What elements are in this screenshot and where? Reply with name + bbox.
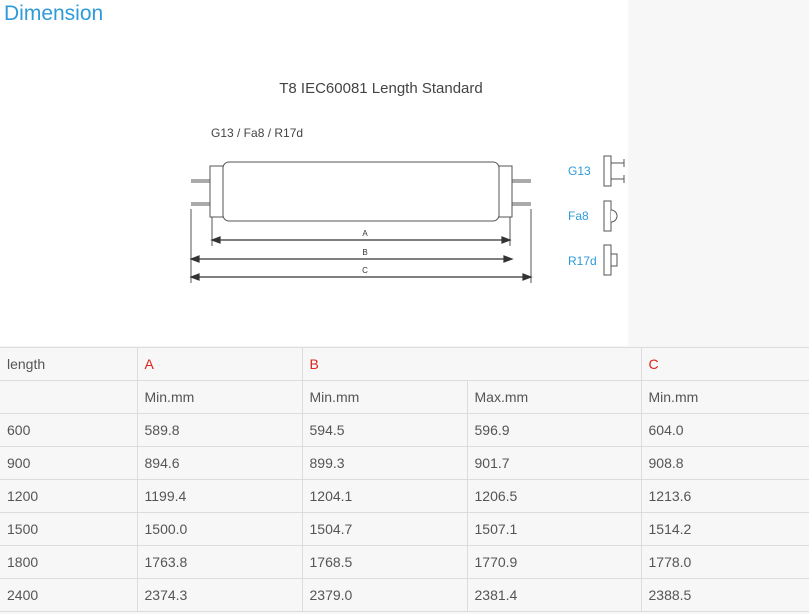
diagram-panel: Dimension T8 IEC60081 Length Standard G1…	[0, 0, 628, 346]
header-b: B	[302, 347, 642, 381]
table-header-row: length A B C	[0, 347, 809, 381]
right-end-cap	[498, 165, 513, 218]
table-row: 900 894.6 899.3 901.7 908.8	[0, 446, 809, 480]
cap-label-r17d: R17d	[568, 254, 597, 268]
table-cell: 1507.1	[467, 512, 642, 546]
subheader-cell: Min.mm	[302, 380, 468, 414]
table-row: 1800 1763.8 1768.5 1770.9 1778.0	[0, 545, 809, 579]
table-cell: 2381.4	[467, 578, 642, 612]
cap-label-fa8: Fa8	[568, 209, 589, 223]
dimension-c	[189, 273, 533, 281]
table-row: 1200 1199.4 1204.1 1206.5 1213.6	[0, 479, 809, 513]
table-row: 2400 2374.3 2379.0 2381.4 2388.5	[0, 578, 809, 612]
table-cell: 1500.0	[137, 512, 303, 546]
table-cell: 1213.6	[641, 479, 809, 513]
table-cell: 908.8	[641, 446, 809, 480]
dimension-table: length A B C Min.mm Min.mm Max.mm Min.mm…	[0, 347, 809, 612]
table-cell: 2379.0	[302, 578, 468, 612]
table-cell: 901.7	[467, 446, 642, 480]
tube-illustration	[191, 161, 531, 222]
header-length: length	[0, 347, 138, 381]
table-cell: 589.8	[137, 413, 303, 447]
table-cell: 1204.1	[302, 479, 468, 513]
table-cell: 2388.5	[641, 578, 809, 612]
fa8-cap-icon	[603, 200, 618, 232]
table-cell: 1206.5	[467, 479, 642, 513]
dimension-b	[189, 255, 514, 263]
table-cell: 1200	[0, 479, 138, 513]
table-row: 1500 1500.0 1504.7 1507.1 1514.2	[0, 512, 809, 546]
table-cell: 2400	[0, 578, 138, 612]
table-subheader-row: Min.mm Min.mm Max.mm Min.mm	[0, 380, 809, 414]
left-end-cap	[209, 165, 224, 218]
table-cell: 1763.8	[137, 545, 303, 579]
table-cell: 1514.2	[641, 512, 809, 546]
table-cell: 594.5	[302, 413, 468, 447]
cap-label-g13: G13	[568, 164, 591, 178]
r17d-cap-icon	[603, 244, 618, 276]
dimension-c-label: C	[362, 266, 368, 275]
subheader-cell	[0, 380, 138, 414]
table-cell: 596.9	[467, 413, 642, 447]
dimension-a-label: A	[362, 229, 368, 238]
table-cell: 1768.5	[302, 545, 468, 579]
table-cell: 1500	[0, 512, 138, 546]
table-cell: 600	[0, 413, 138, 447]
table-cell: 1770.9	[467, 545, 642, 579]
table-cell: 1504.7	[302, 512, 468, 546]
table-cell: 2374.3	[137, 578, 303, 612]
subheader-cell: Min.mm	[641, 380, 809, 414]
tube-body	[222, 161, 500, 222]
header-a: A	[137, 347, 303, 381]
subheader-cell: Max.mm	[467, 380, 642, 414]
page-title: Dimension	[4, 2, 104, 25]
table-cell: 894.6	[137, 446, 303, 480]
tube-dimension-diagram: T8 IEC60081 Length Standard G13 / Fa8 / …	[189, 80, 625, 283]
table-cell: 900	[0, 446, 138, 480]
socket-types-label: G13 / Fa8 / R17d	[211, 126, 303, 140]
header-c: C	[641, 347, 809, 381]
table-cell: 604.0	[641, 413, 809, 447]
dimension-b-label: B	[362, 248, 367, 257]
table-cell: 899.3	[302, 446, 468, 480]
subheader-cell: Min.mm	[137, 380, 303, 414]
table-cell: 1199.4	[137, 479, 303, 513]
table-cell: 1800	[0, 545, 138, 579]
table-row: 600 589.8 594.5 596.9 604.0	[0, 413, 809, 447]
table-cell: 1778.0	[641, 545, 809, 579]
g13-cap-icon	[603, 155, 625, 187]
diagram-title: T8 IEC60081 Length Standard	[279, 80, 482, 97]
dimension-a	[210, 236, 512, 244]
extension-lines	[190, 209, 532, 283]
